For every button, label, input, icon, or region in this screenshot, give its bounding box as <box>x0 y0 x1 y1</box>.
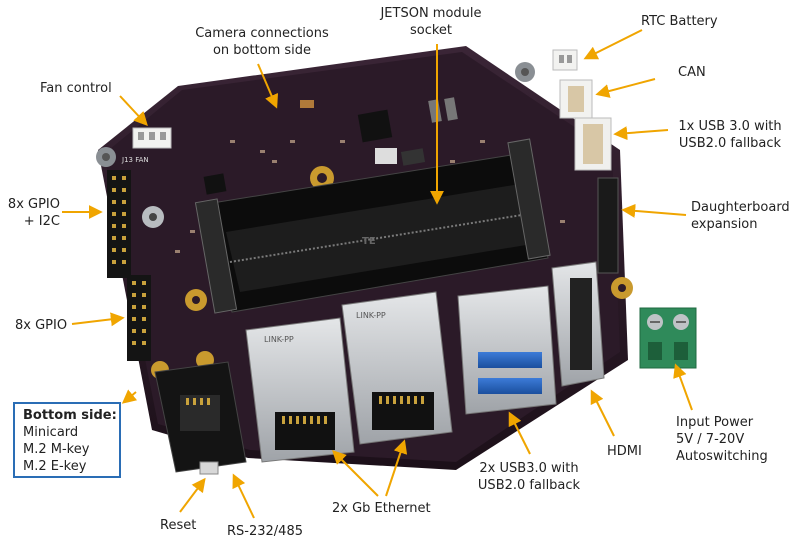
bottom-side-item: M.2 E-key <box>23 459 87 474</box>
label-camera: Camera connections on bottom side <box>186 25 338 59</box>
can-connector <box>559 79 593 119</box>
jetson-socket <box>194 138 551 314</box>
rs232-jack <box>154 361 247 473</box>
usb-stack <box>457 285 557 415</box>
fan-connector <box>132 127 172 149</box>
bottom-side-box: Bottom side: Minicard M.2 M-key M.2 E-ke… <box>13 402 121 478</box>
label-gpio-i2c-line2: + I2C <box>23 214 60 229</box>
label-reset: Reset <box>160 518 197 533</box>
ethernet-jack-left <box>245 317 355 463</box>
arrow-power <box>673 363 693 411</box>
arrow-usb2x <box>508 411 531 455</box>
arrow-fan <box>119 95 148 127</box>
arrow-hdmi <box>590 389 615 437</box>
ethernet-left-brand: LINK-PP <box>264 335 294 344</box>
usb-header-connector <box>574 117 612 171</box>
power-terminal <box>639 307 697 369</box>
bottom-side-item: Minicard <box>23 425 79 440</box>
fan-silkscreen: J13 FAN <box>121 156 149 164</box>
callout-arrows <box>62 29 693 519</box>
label-gpio: 8x GPIO <box>15 318 68 333</box>
label-input-power-line1: Input Power <box>676 415 754 430</box>
label-hdmi: HDMI <box>607 444 642 459</box>
label-gpio-i2c: 8x GPIO + I2C <box>2 196 60 230</box>
label-rs232: RS-232/485 <box>227 524 303 539</box>
bottom-side-item: M.2 M-key <box>23 442 90 457</box>
gpio-header-bottom <box>127 275 151 361</box>
label-usb30-line1: 1x USB 3.0 with <box>678 119 782 134</box>
arrow-can <box>595 78 656 98</box>
label-input-power-line2: 5V / 7-20V <box>676 432 745 447</box>
label-rtc: RTC Battery <box>641 14 718 29</box>
arrow-camera <box>257 63 279 109</box>
label-jetson-line1: JETSON module <box>380 6 482 21</box>
rtc-connector <box>552 49 578 71</box>
label-usb2x-line1: 2x USB3.0 with <box>479 461 579 476</box>
label-gpio-i2c-line1: 8x GPIO <box>7 197 60 212</box>
arrow-rtc <box>583 29 643 60</box>
arrow-daughterboard <box>621 203 687 218</box>
label-usb2x: 2x USB3.0 with USB2.0 fallback <box>462 460 596 494</box>
label-camera-line1: Camera connections <box>195 26 329 41</box>
label-camera-line2: on bottom side <box>212 43 312 58</box>
arrow-ethernet-right <box>385 439 408 497</box>
label-jetson-line2: socket <box>409 23 453 38</box>
label-daughterboard-line2: expansion <box>691 217 758 232</box>
label-input-power-line3: Autoswitching <box>676 449 768 464</box>
label-daughterboard-line1: Daughterboard <box>691 200 790 215</box>
reset-button-part <box>199 461 219 475</box>
arrow-gpio <box>71 312 125 327</box>
label-daughterboard: Daughterboard expansion <box>691 199 790 233</box>
bottom-side-title: Bottom side: <box>23 408 117 423</box>
gpio-header-top <box>107 170 131 278</box>
ethernet-jack-right <box>341 291 453 445</box>
label-usb30-line2: USB2.0 fallback <box>678 136 782 151</box>
label-usb30: 1x USB 3.0 with USB2.0 fallback <box>670 118 790 152</box>
socket-brand-mark: TE <box>362 236 376 247</box>
label-can: CAN <box>678 65 706 80</box>
hdmi-connector <box>551 261 605 387</box>
label-fan: Fan control <box>40 81 112 96</box>
label-ethernet: 2x Gb Ethernet <box>332 501 431 516</box>
label-input-power: Input Power 5V / 7-20V Autoswitching <box>676 414 768 465</box>
arrow-usb30 <box>613 126 669 141</box>
label-usb2x-line2: USB2.0 fallback <box>477 478 581 493</box>
daughterboard-connector <box>597 177 619 274</box>
ethernet-right-brand: LINK-PP <box>356 311 386 320</box>
arrow-reset <box>179 477 206 513</box>
arrow-bottom-side <box>121 389 138 404</box>
arrow-rs232 <box>232 473 255 519</box>
arrow-ethernet-left <box>332 450 379 497</box>
label-jetson: JETSON module socket <box>371 5 491 39</box>
